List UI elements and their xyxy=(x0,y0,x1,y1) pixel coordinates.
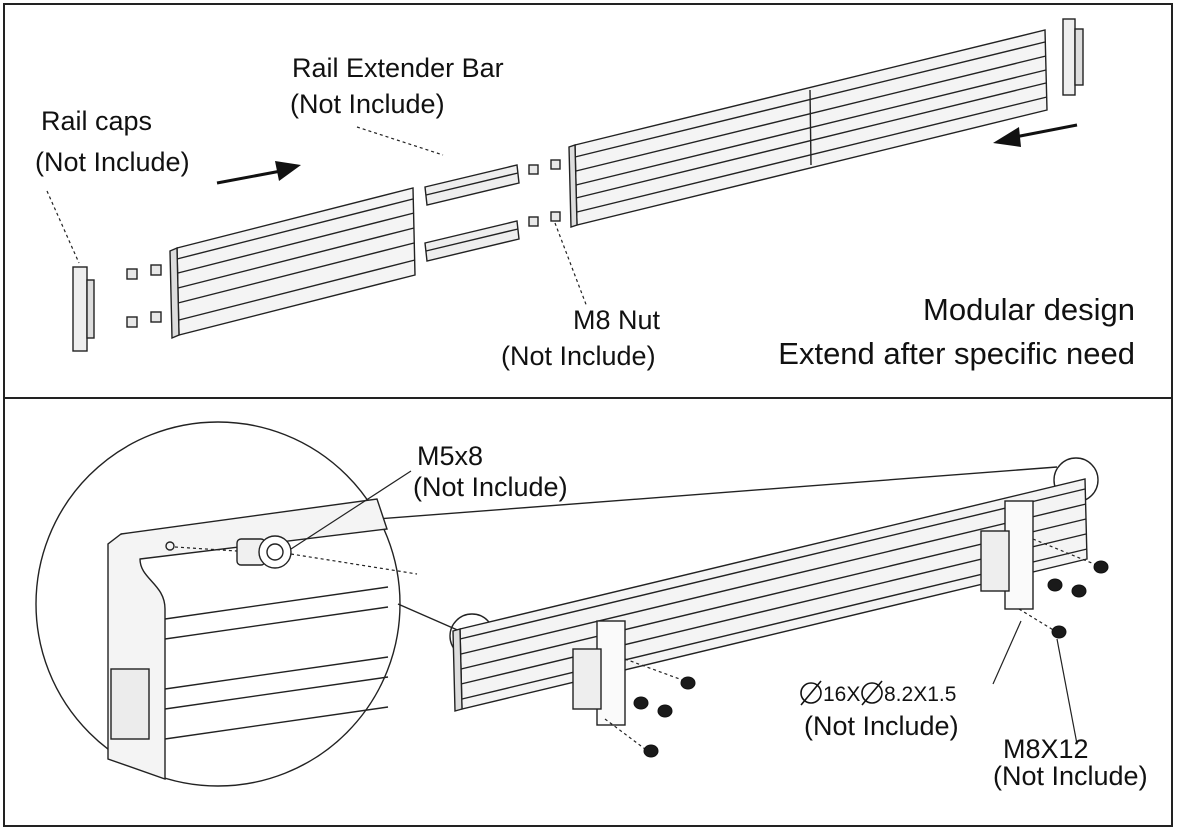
panel-modular-design: Rail Extender Bar (Not Include) Rail cap… xyxy=(3,3,1173,399)
m8-nuts xyxy=(126,159,561,328)
diameter-symbols xyxy=(800,680,883,706)
mounting-bracket-left xyxy=(572,620,626,726)
tagline-extend-need: Extend after specific need xyxy=(778,336,1135,371)
rail-cap-right xyxy=(1062,18,1084,96)
extender-bar-lower xyxy=(424,220,520,262)
label-washer-note: (Not Include) xyxy=(804,711,959,741)
direction-arrows xyxy=(216,123,1078,185)
label-rail-caps-note: (Not Include) xyxy=(35,147,190,177)
mounting-bracket-right xyxy=(980,500,1034,610)
assembled-rail xyxy=(452,478,1088,712)
tagline-modular-design: Modular design xyxy=(923,292,1135,327)
label-m8-nut: M8 Nut xyxy=(573,305,661,335)
label-rail-caps: Rail caps xyxy=(41,106,153,136)
label-m5x8: M5x8 xyxy=(417,441,484,471)
rail-cap-left xyxy=(72,266,95,352)
rail-exploded-view xyxy=(46,18,1084,352)
m5x8-bolt xyxy=(236,535,292,569)
left-rail xyxy=(169,187,416,340)
label-m8x12: M8X12 xyxy=(1003,734,1089,764)
label-m5x8-note: (Not Include) xyxy=(413,472,568,502)
rail-assembly-view xyxy=(35,421,1109,787)
label-m8x12-note: (Not Include) xyxy=(993,761,1148,791)
label-rail-extender-note: (Not Include) xyxy=(290,89,445,119)
extender-bar-upper xyxy=(424,164,520,206)
label-washer-spec-part1: 16X xyxy=(823,683,861,706)
right-rail xyxy=(568,29,1048,228)
screws xyxy=(633,560,1109,758)
panel-rail-assembly: M5x8 (Not Include) 16X 8.2X1.5 (Not Incl… xyxy=(3,397,1173,827)
label-m8-nut-note: (Not Include) xyxy=(501,341,656,371)
label-washer-spec-part2: 8.2X1.5 xyxy=(884,683,957,706)
label-rail-extender-bar: Rail Extender Bar xyxy=(292,53,504,83)
detail-rail-end xyxy=(107,498,389,780)
